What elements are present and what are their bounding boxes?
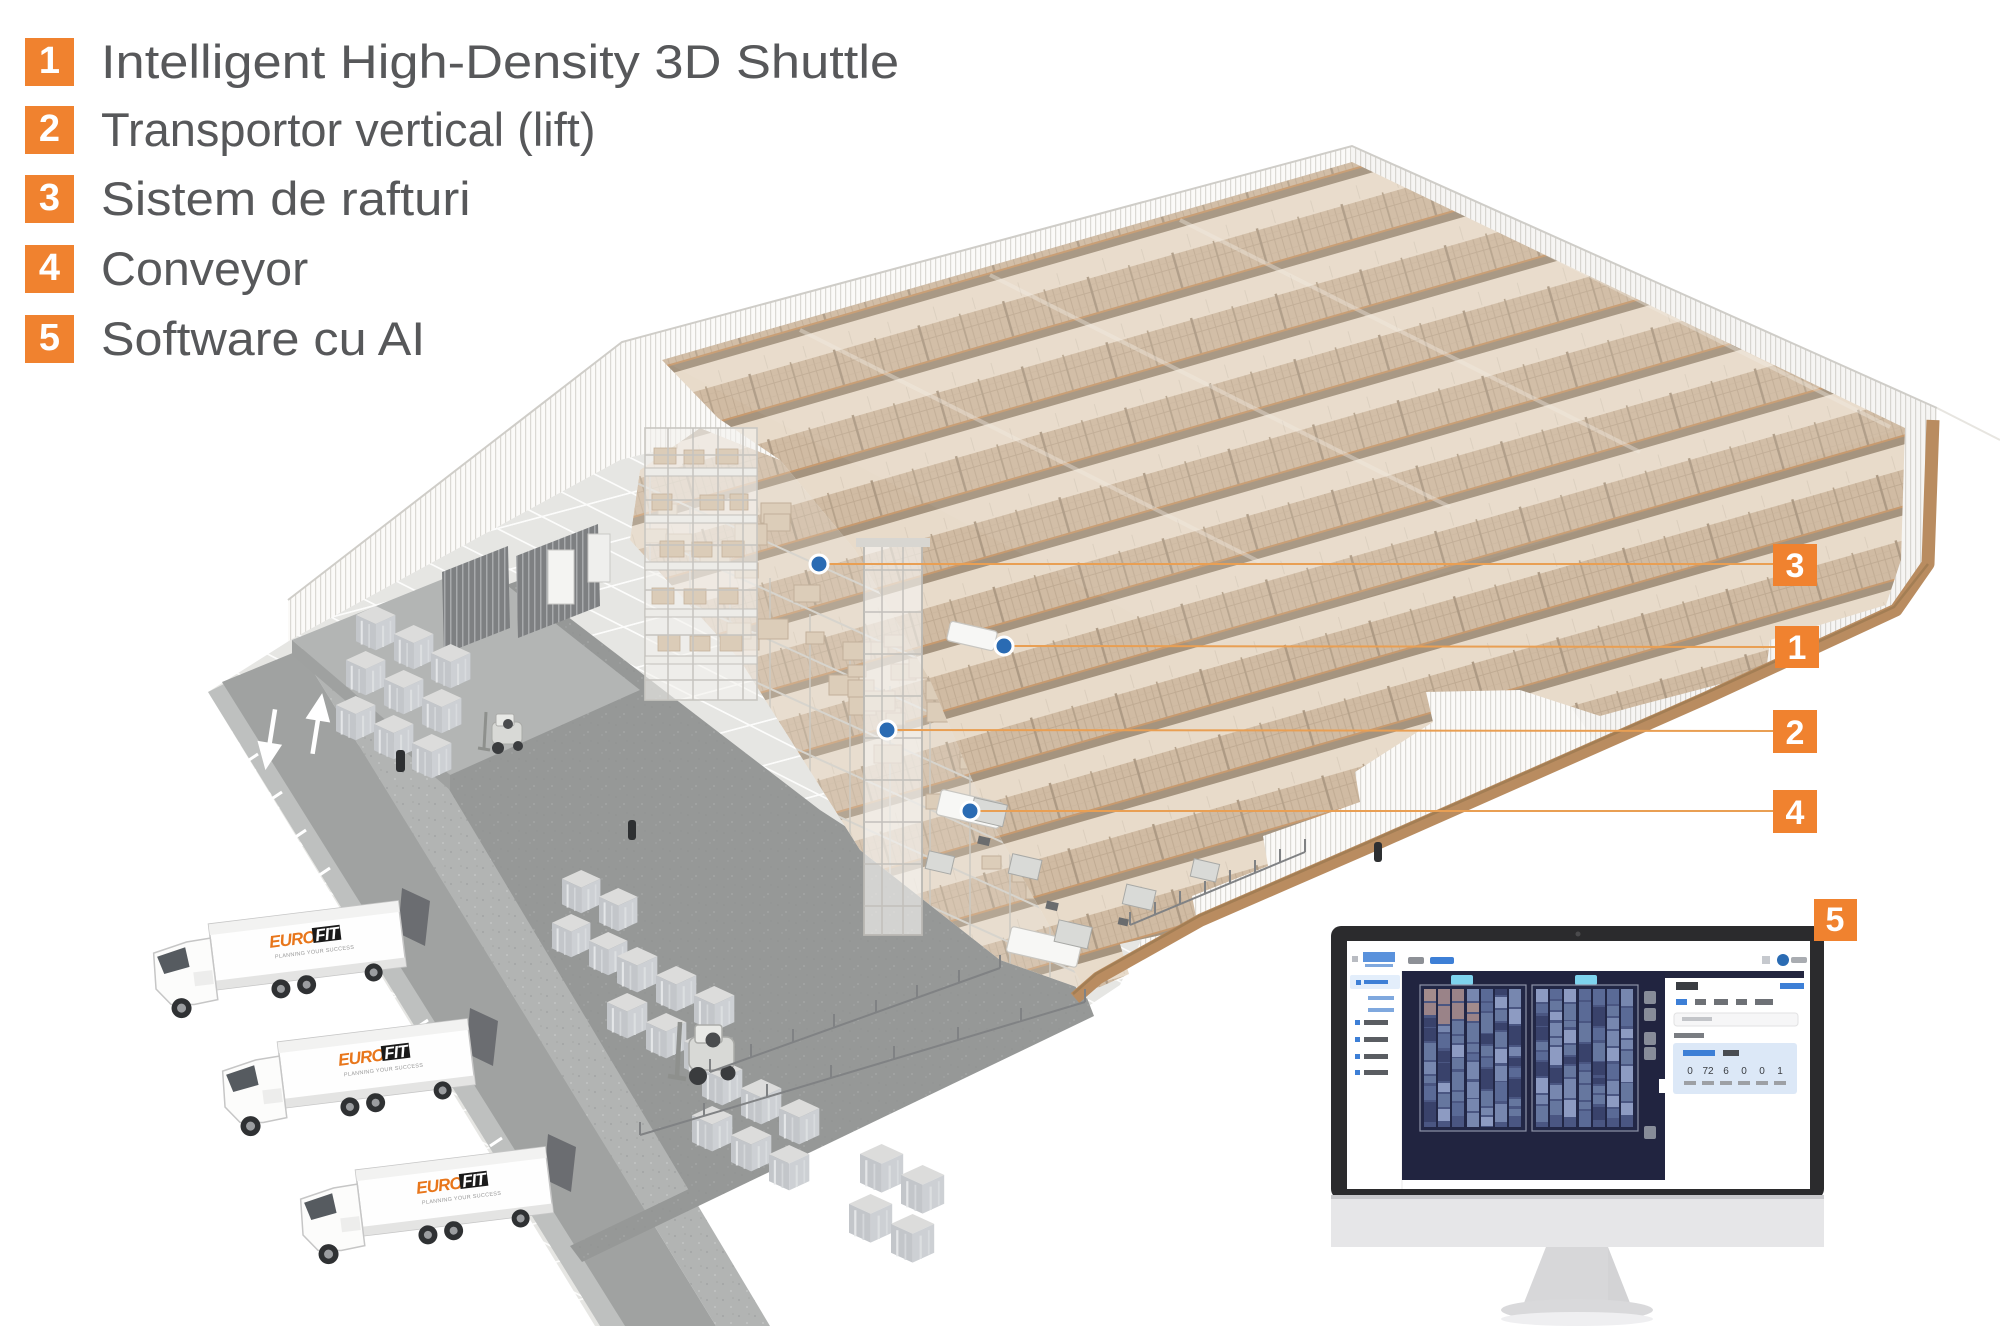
- svg-text:5: 5: [1826, 901, 1845, 939]
- svg-text:1: 1: [1777, 1066, 1783, 1077]
- svg-text:4: 4: [1786, 794, 1805, 832]
- svg-text:72: 72: [1702, 1066, 1714, 1077]
- svg-text:6: 6: [1723, 1066, 1729, 1077]
- svg-text:2: 2: [1786, 714, 1805, 752]
- svg-text:1: 1: [1788, 629, 1807, 667]
- svg-text:3: 3: [1786, 547, 1805, 585]
- svg-text:0: 0: [1741, 1066, 1747, 1077]
- svg-text:0: 0: [1759, 1066, 1765, 1077]
- svg-text:0: 0: [1687, 1066, 1693, 1077]
